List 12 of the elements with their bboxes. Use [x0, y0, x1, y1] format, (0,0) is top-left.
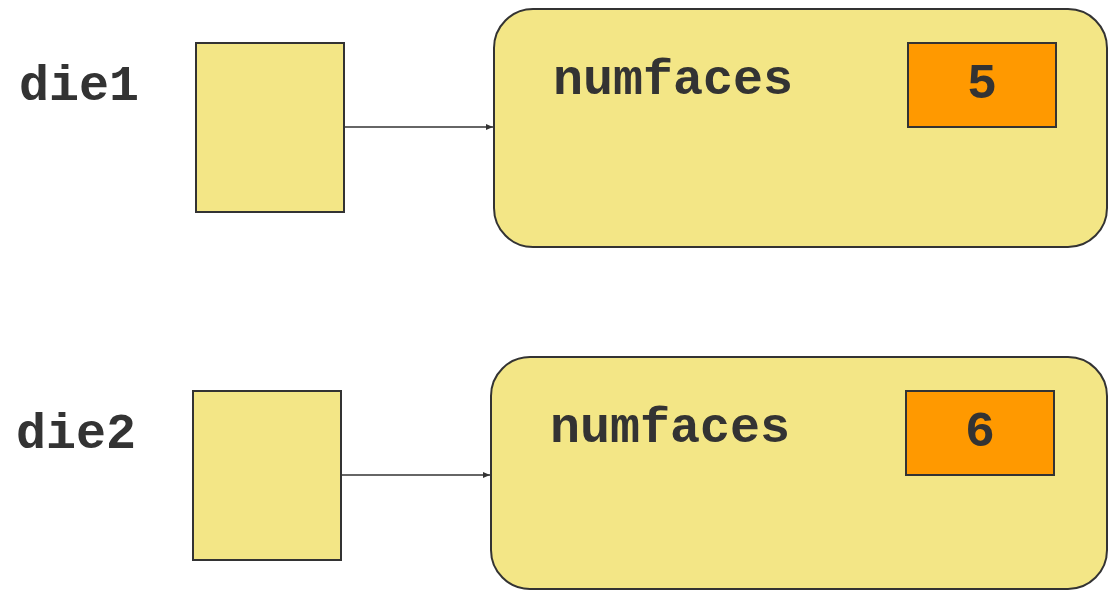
object-box — [493, 8, 1108, 248]
field-box — [907, 42, 1057, 128]
arrow — [344, 124, 494, 130]
variable-name: die2 — [16, 410, 137, 460]
object-box — [490, 356, 1108, 590]
variable-name: die1 — [19, 62, 140, 112]
field-value: 6 — [965, 408, 995, 458]
field-name: numfaces — [550, 404, 791, 454]
arrow — [341, 472, 491, 478]
field-value: 5 — [967, 60, 997, 110]
field-name: numfaces — [553, 56, 794, 106]
field-box — [905, 390, 1055, 476]
